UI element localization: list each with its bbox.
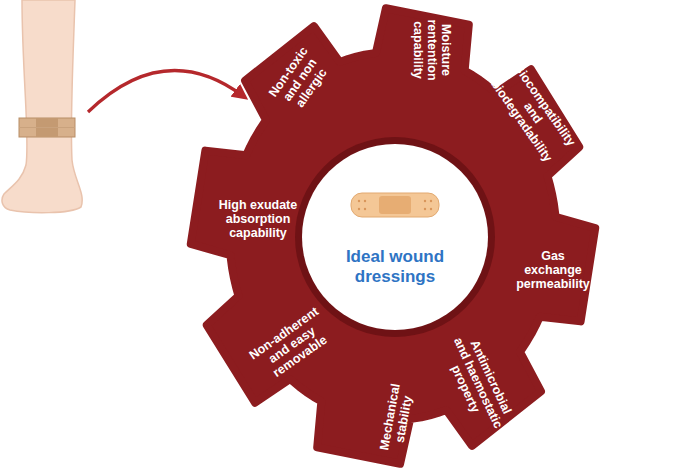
bandage-icon (351, 193, 439, 217)
property-label: Moisture rentention capability (411, 7, 453, 93)
bandage-dot (430, 200, 432, 202)
bandage-dot (424, 200, 426, 202)
property-label: Gas exchange permeability (513, 249, 593, 291)
leg-shape (2, 0, 82, 213)
curved-arrow (88, 71, 243, 112)
bandage-wrap (19, 118, 75, 137)
center-title: Ideal wound dressings (323, 247, 467, 286)
circle-outline (295, 137, 495, 337)
bandage-dot (364, 200, 366, 202)
property-label: High exudate absorption capability (210, 198, 306, 240)
ring (295, 137, 495, 337)
gear-shape (191, 8, 595, 464)
gear-tooth: Gas exchange permeability (513, 249, 593, 291)
bandage-dot (424, 208, 426, 210)
center-circle: Ideal wound dressings (295, 137, 495, 337)
bandage-dot (364, 208, 366, 210)
bandage-line (19, 127, 75, 128)
bandage-dot (358, 208, 360, 210)
inner-disc (302, 144, 488, 330)
bandage-dot (358, 200, 360, 202)
bandage-pad (379, 196, 411, 214)
leg-illustration (2, 0, 82, 213)
gear-tooth: High exudate absorption capability (210, 198, 306, 240)
bandage-strip (351, 193, 439, 217)
bandage-dot (430, 208, 432, 210)
gear-tooth: Moisture rentention capability (411, 7, 453, 93)
